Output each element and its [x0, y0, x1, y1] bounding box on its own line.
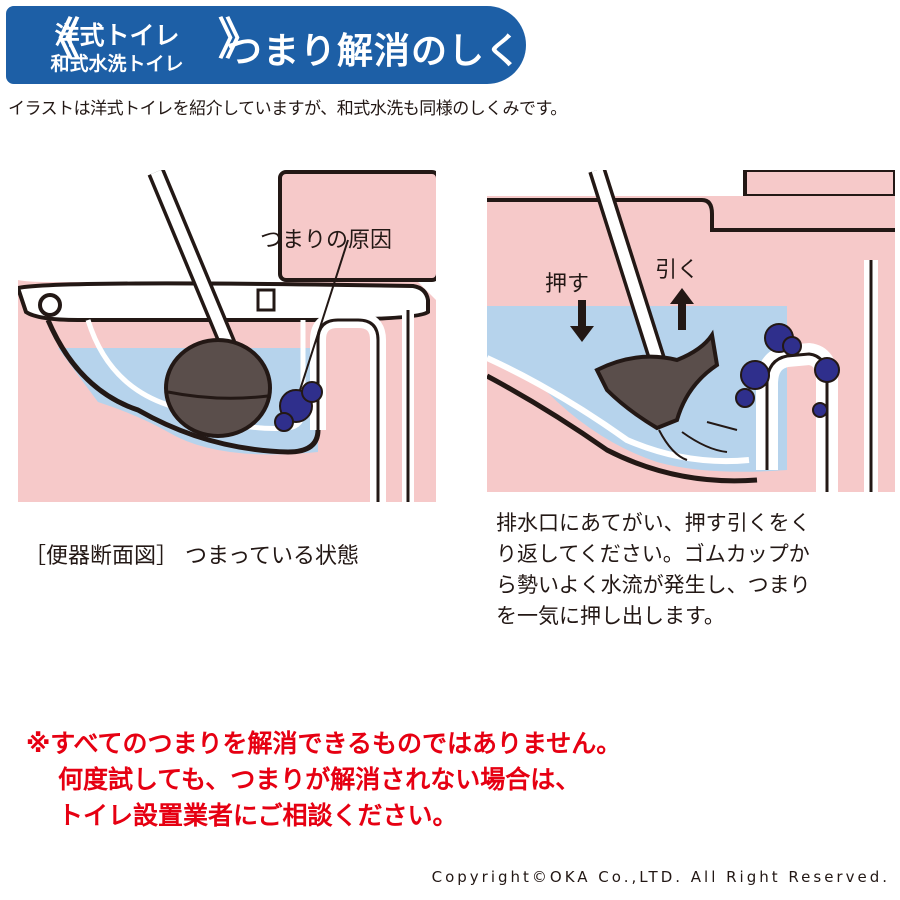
- header-main-title: つまり解消のしくみ: [226, 31, 561, 72]
- warning-line: トイレ設置業者にご相談ください。: [58, 801, 458, 830]
- clog-blob: [274, 381, 323, 432]
- right-caption-line: 排水口にあてがい、押す引くをく: [496, 511, 811, 535]
- plunger-cup-icon: [594, 329, 720, 431]
- right-illustration-panel: 押す 引く: [487, 170, 895, 492]
- subtitle: イラストは洋式トイレを紹介していますが、和式水洗も同様のしくみです。: [8, 99, 567, 119]
- header-line-western-toilet: 洋式トイレ: [54, 21, 180, 50]
- plunging-toilet-illustration: [487, 170, 895, 492]
- pull-arrow-icon: [670, 288, 694, 330]
- right-caption: 排水口にあてがい、押す引くをく り返してください。ゴムカップか ら勢いよく水流が…: [496, 508, 891, 632]
- header-title-stack: 《 洋式トイレ 和式水洗トイレ 》: [28, 12, 262, 78]
- warning-line: 何度試しても、つまりが解消されない場合は、: [58, 765, 581, 794]
- copyright-notice: Copyright©OKA Co.,LTD. All Right Reserve…: [431, 868, 890, 886]
- clog-cause-label: つまりの原因: [260, 228, 393, 253]
- header-line-japanese-toilet: 和式水洗トイレ: [50, 53, 184, 75]
- right-caption-line: ら勢いよく水流が発生し、つまり: [496, 573, 811, 597]
- left-illustration-panel: つまりの原因: [18, 170, 436, 502]
- clog-blobs: [735, 323, 840, 418]
- header-bracket-left: 《: [36, 14, 80, 65]
- header-bracket-right: 》: [218, 14, 262, 65]
- plunger-cup-icon: [164, 338, 272, 438]
- warning-notice: ※すべてのつまりを解消できるものではありません。 何度試しても、つまりが解消され…: [26, 726, 621, 834]
- push-label: 押す: [545, 272, 590, 297]
- right-caption-line: り返してください。ゴムカップか: [496, 542, 810, 566]
- warning-line: ※すべてのつまりを解消できるものではありません。: [26, 729, 622, 758]
- clogged-toilet-illustration: [18, 170, 436, 502]
- left-caption: ［便器断面図］ つまっている状態: [24, 544, 360, 569]
- push-arrow-icon: [570, 300, 594, 342]
- pull-label: 引く: [655, 258, 700, 283]
- right-caption-line: を一気に押し出します。: [496, 604, 725, 628]
- header-banner: 《 洋式トイレ 和式水洗トイレ 》 つまり解消のしくみ: [6, 6, 559, 84]
